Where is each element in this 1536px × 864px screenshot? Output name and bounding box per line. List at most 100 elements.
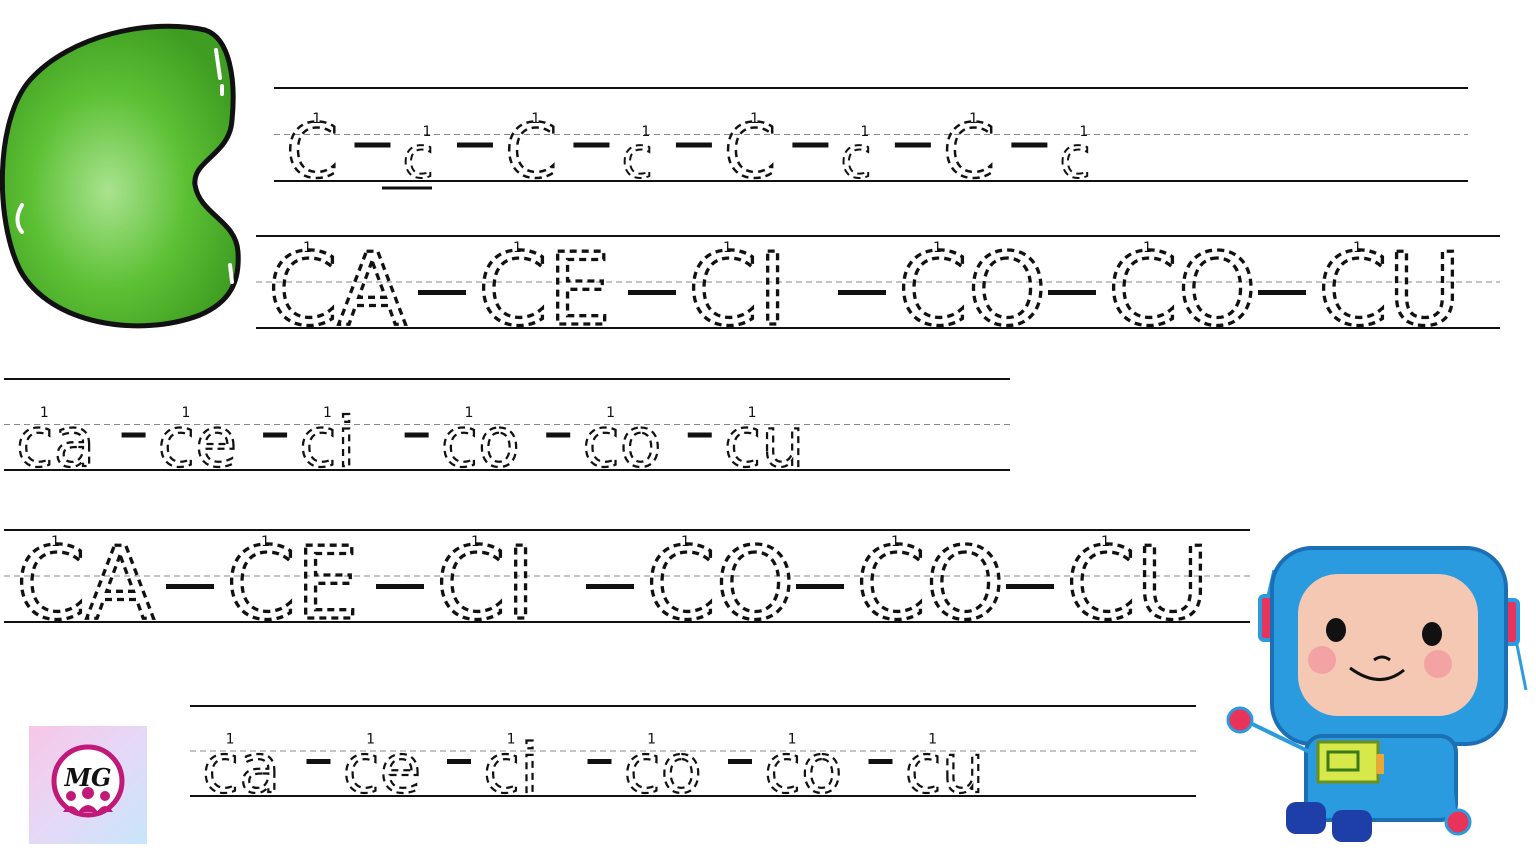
stroke-number: 1 (748, 405, 757, 421)
trace-letters: ca (16, 404, 95, 483)
trace-letters: cu (905, 729, 985, 808)
trace-letters: c (403, 125, 434, 191)
dash-separator (1048, 290, 1096, 295)
dash-separator (447, 759, 471, 764)
stroke-number: 1 (465, 405, 474, 421)
stroke-number: 1 (422, 124, 431, 140)
trace-letters: CO (1108, 231, 1257, 348)
trace-letters: cu (724, 404, 805, 483)
stroke-number: 1 (641, 124, 650, 140)
stroke-number: 1 (181, 405, 190, 421)
stroke-number: 1 (891, 534, 900, 550)
trace-letters: C (505, 107, 557, 195)
trace-letters: co (441, 404, 520, 483)
stroke-number: 1 (312, 111, 321, 127)
trace-letters: C (724, 107, 776, 195)
stroke-number: 1 (1079, 124, 1088, 140)
stroke-number: 1 (40, 405, 49, 421)
stroke-number: 1 (933, 240, 942, 256)
trace-letters: CA (16, 525, 154, 642)
dash-separator (675, 142, 712, 148)
dash-separator (728, 759, 752, 764)
stroke-number: 1 (1143, 240, 1152, 256)
dash-separator (404, 432, 429, 438)
trace-letters: CO (646, 525, 795, 642)
trace-letters: co (624, 729, 702, 808)
trace-letters: c (840, 125, 871, 191)
stroke-number: 1 (647, 731, 656, 747)
dash-separator (838, 290, 886, 295)
big-letter-c (0, 23, 241, 329)
dash-separator (1006, 584, 1054, 589)
trace-letters: co (764, 729, 842, 808)
trace-letters: c (1059, 125, 1090, 191)
stroke-number: 1 (226, 731, 235, 747)
stroke-number: 1 (969, 111, 978, 127)
stroke-number: 1 (323, 405, 332, 421)
stroke-number: 1 (928, 731, 937, 747)
dash-separator (573, 142, 610, 148)
stroke-number: 1 (1101, 534, 1110, 550)
trace-letters: CE (478, 231, 611, 348)
stroke-number: 1 (303, 240, 312, 256)
trace-letters: ce (158, 404, 238, 483)
trace-letters: CO (898, 231, 1047, 348)
trace-letters: ci (299, 404, 356, 483)
trace-letters: CI (688, 231, 787, 348)
dash-separator (1258, 290, 1306, 295)
trace-letters: CO (856, 525, 1005, 642)
trace-letters: c (621, 125, 652, 191)
dash-separator (687, 432, 712, 438)
stroke-number: 1 (860, 124, 869, 140)
trace-letters: CA (268, 231, 406, 348)
dash-separator (456, 142, 493, 148)
dash-separator (868, 759, 893, 764)
dash-separator (628, 290, 676, 295)
trace-letters: ce (343, 729, 422, 808)
trace-letters: CU (1066, 525, 1209, 642)
stroke-number: 1 (750, 111, 759, 127)
stroke-number: 1 (51, 534, 60, 550)
dash-separator (354, 142, 391, 148)
stroke-number: 1 (788, 731, 797, 747)
stroke-number: 1 (471, 534, 480, 550)
dash-separator (376, 584, 424, 589)
dash-separator (546, 432, 571, 438)
stroke-number: 1 (723, 240, 732, 256)
dash-separator (792, 142, 829, 148)
dash-separator (586, 584, 634, 589)
stroke-number: 1 (531, 111, 540, 127)
stroke-number: 1 (366, 731, 375, 747)
dash-separator (121, 432, 146, 438)
trace-letters: co (582, 404, 661, 483)
stroke-number: 1 (507, 731, 516, 747)
robot-icon (1226, 546, 1528, 842)
trace-letters: CI (436, 525, 535, 642)
dash-separator (418, 290, 466, 295)
dash-separator (587, 759, 612, 764)
trace-letters: ca (202, 729, 280, 808)
trace-letters: ci (483, 729, 539, 808)
trace-letters: CU (1318, 231, 1461, 348)
trace-letters: C (943, 107, 995, 195)
trace-letters: C (286, 107, 338, 195)
dash-separator (894, 142, 931, 148)
stroke-number: 1 (606, 405, 615, 421)
stroke-number: 1 (681, 534, 690, 550)
dash-separator (306, 759, 331, 764)
stroke-number: 1 (261, 534, 270, 550)
trace-letters: CE (226, 525, 359, 642)
stroke-number: 1 (513, 240, 522, 256)
mg-logo-icon: MG (29, 726, 147, 844)
dash-separator (796, 584, 844, 589)
dash-separator (166, 584, 214, 589)
dash-separator (263, 432, 288, 438)
dash-separator (1011, 142, 1048, 148)
stroke-number: 1 (1353, 240, 1362, 256)
